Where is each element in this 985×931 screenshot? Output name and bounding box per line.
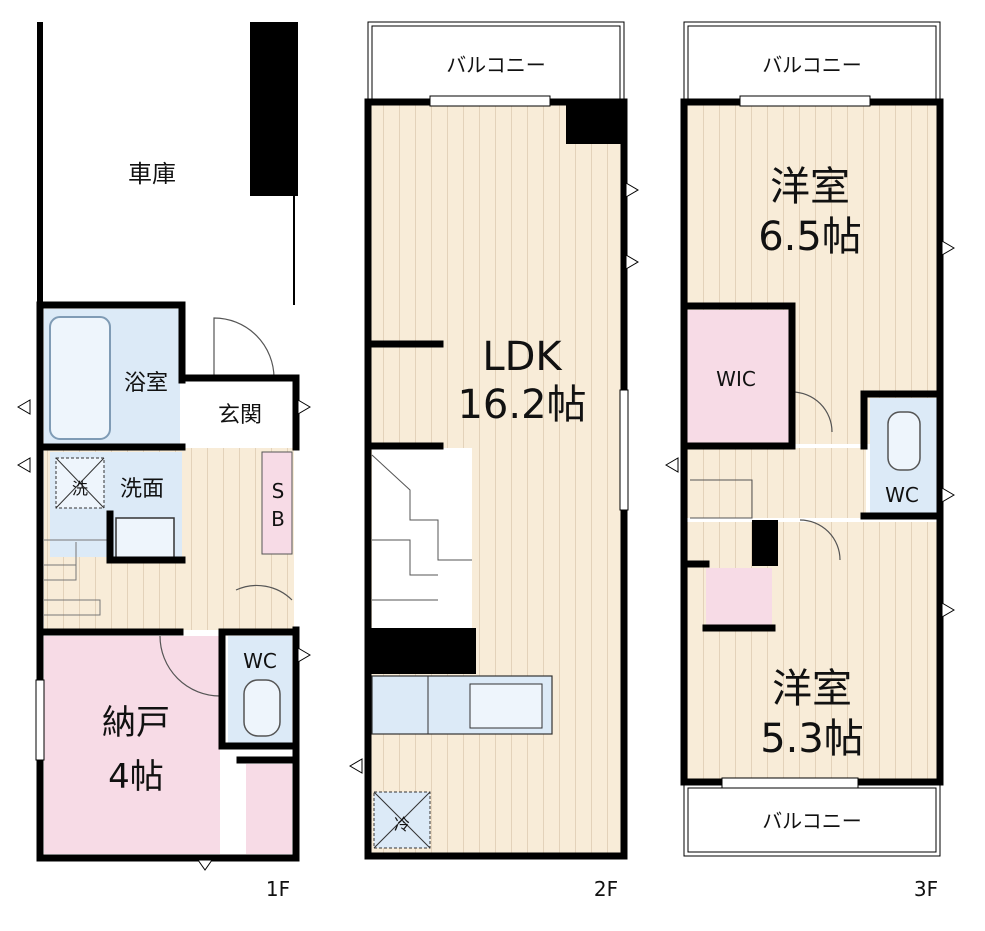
fridge-mark: 冷 <box>394 815 410 834</box>
ldk-name: LDK <box>482 334 563 380</box>
room1-size: 6.5帖 <box>758 214 862 260</box>
floor-3f <box>665 21 955 857</box>
kitchen-sink <box>469 683 543 729</box>
bath-label: 浴室 <box>124 371 168 396</box>
closet-5-3 <box>706 568 772 628</box>
stairs-2f <box>372 448 472 628</box>
ldk-column <box>566 104 624 144</box>
floor-2f-label: 2F <box>594 877 618 901</box>
balcony-3f-top-label: バルコニー <box>762 53 862 77</box>
floor-1f-label: 1F <box>266 877 290 901</box>
room2-size: 5.3帖 <box>760 716 864 762</box>
entrance-label: 玄関 <box>218 403 262 428</box>
wash-basin <box>115 517 175 559</box>
floor-2f <box>349 21 639 860</box>
wc-1f-label: WC <box>243 649 277 673</box>
balcony-3f-top <box>683 21 941 101</box>
floor-3f-label: 3F <box>914 877 938 901</box>
ldk-size: 16.2帖 <box>457 382 586 428</box>
wash-mark: 洗 <box>72 479 88 498</box>
storage-name: 納戸 <box>102 703 170 743</box>
balcony-3f-bottom-label: バルコニー <box>762 809 862 833</box>
garage-label: 車庫 <box>128 160 176 188</box>
stair-wall-2f <box>368 628 476 674</box>
shoe-box-label-b: B <box>271 507 285 531</box>
wc-3f-label: WC <box>885 483 919 507</box>
stairs-1f <box>44 539 108 616</box>
storage-room <box>44 636 220 854</box>
entrance <box>182 380 294 446</box>
washroom-label: 洗面 <box>120 477 164 502</box>
floor-1f <box>17 22 311 871</box>
bathtub <box>49 316 111 440</box>
room2-name: 洋室 <box>772 666 852 712</box>
storage-closet <box>246 764 292 854</box>
wic-label: WIC <box>716 367 756 391</box>
shoe-box <box>261 451 293 555</box>
room1-name: 洋室 <box>770 164 850 210</box>
walk-in-closet <box>686 310 790 446</box>
column-3f <box>752 520 778 566</box>
room-5-3 <box>686 522 938 780</box>
storage-size: 4帖 <box>108 757 164 797</box>
hall-3f <box>686 448 866 518</box>
balcony-3f-bottom <box>683 783 941 857</box>
toilet-1f <box>243 679 281 737</box>
balcony-2f-label: バルコニー <box>446 53 546 77</box>
shoe-box-label-s: S <box>272 479 285 503</box>
garage-pillar <box>250 22 298 196</box>
toilet-3f <box>887 411 921 471</box>
